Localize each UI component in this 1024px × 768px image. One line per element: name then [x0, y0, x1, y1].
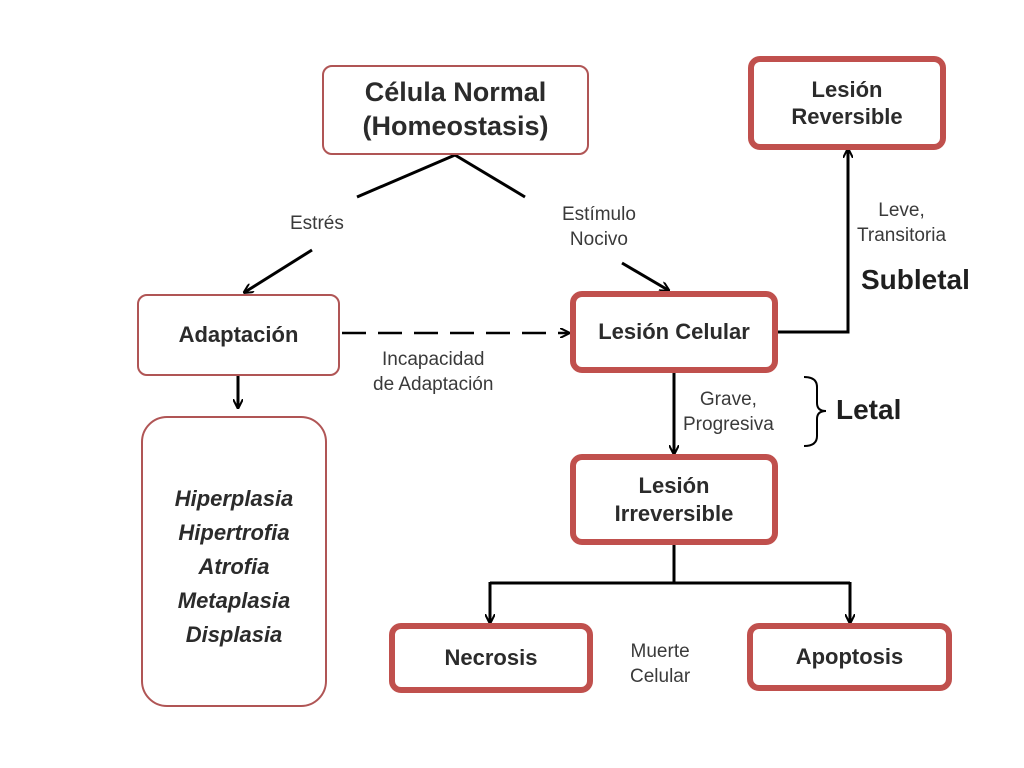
node-lesion-celular-label: Lesión Celular — [598, 319, 750, 345]
adaptacion-item-metaplasia: Metaplasia — [177, 588, 291, 614]
label-estimulo-line1: Estímulo — [562, 204, 636, 225]
node-adaptaciones-list: Hiperplasia Hipertrofia Atrofia Metaplas… — [141, 416, 327, 707]
node-celula-normal-line2: (Homeostasis) — [362, 111, 549, 141]
label-subletal: Subletal — [861, 264, 970, 295]
node-lesion-celular: Lesión Celular — [570, 291, 778, 373]
node-adaptacion: Adaptación — [137, 294, 340, 376]
adaptacion-item-hiperplasia: Hiperplasia — [174, 486, 294, 511]
node-celula-normal: Célula Normal (Homeostasis) — [322, 65, 589, 155]
label-incapacidad: Incapacidad de Adaptación — [373, 348, 493, 397]
label-estimulo-nocivo: Estímulo Nocivo — [562, 203, 636, 252]
node-lesion-irreversible-line1: Lesión — [638, 473, 710, 498]
label-grave-line1: Grave, — [699, 389, 757, 410]
adaptacion-item-atrofia: Atrofia — [198, 554, 270, 580]
node-adaptacion-label: Adaptación — [178, 322, 299, 348]
node-apoptosis: Apoptosis — [747, 623, 952, 691]
label-letal: Letal — [836, 394, 902, 425]
label-muerte-line2: Celular — [630, 665, 691, 687]
brace-letal — [803, 376, 827, 447]
label-grave-progresiva: Grave, Progresiva — [683, 388, 774, 437]
node-lesion-reversible: Lesión Reversible — [748, 56, 946, 150]
connector-homeostasis-right — [454, 153, 526, 199]
label-incapacidad-line1: Incapacidad — [381, 349, 485, 370]
node-lesion-reversible-line2: Reversible — [791, 104, 903, 129]
connector-homeostasis-left — [356, 153, 456, 199]
label-muerte-line1: Muerte — [630, 641, 690, 662]
node-celula-normal-line1: Célula Normal — [364, 77, 547, 108]
label-estres: Estrés — [290, 213, 344, 234]
label-muerte-celular: Muerte Celular — [630, 640, 690, 689]
node-lesion-reversible-line1: Lesión — [811, 76, 883, 102]
arrow-reversible — [778, 150, 848, 334]
node-apoptosis-label: Apoptosis — [795, 644, 904, 670]
arrow-estimulo — [621, 261, 668, 290]
label-leve-line2: Transitoria — [857, 224, 947, 246]
label-estimulo-line2: Nocivo — [569, 228, 628, 250]
arrow-estres — [245, 248, 313, 292]
node-lesion-irreversible-line2: Irreversible — [614, 500, 734, 526]
node-lesion-irreversible: Lesión Irreversible — [570, 454, 778, 545]
label-leve-transitoria: Leve, Transitoria — [857, 199, 946, 248]
adaptacion-item-hipertrofia: Hipertrofia — [178, 520, 290, 546]
adaptacion-item-displasia: Displasia — [185, 622, 283, 648]
node-necrosis: Necrosis — [389, 623, 593, 693]
label-incapacidad-line2: de Adaptación — [373, 373, 494, 395]
label-leve-line1: Leve, — [878, 200, 925, 221]
label-grave-line2: Progresiva — [683, 413, 774, 435]
node-necrosis-label: Necrosis — [444, 645, 538, 671]
